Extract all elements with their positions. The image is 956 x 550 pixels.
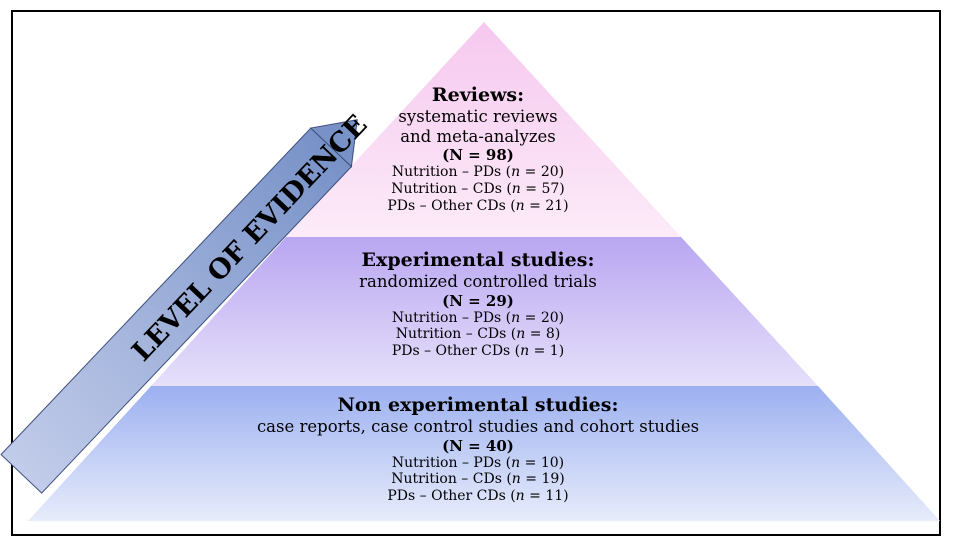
- tier-experimental: Experimental studies: randomized control…: [0, 249, 956, 360]
- tier-reviews: Reviews: systematic reviews and meta-ana…: [0, 84, 956, 215]
- breakdown-item: Nutrition – CDs (n = 19): [391, 471, 565, 488]
- breakdown-item: Nutrition – PDs (n = 10): [391, 454, 565, 471]
- tier-total: (N = 98): [442, 146, 514, 165]
- pyramid-tier-bottom: [28, 386, 940, 521]
- tier-subheading: systematic reviews: [398, 106, 558, 126]
- breakdown-item: Nutrition – CDs (n = 8): [395, 326, 561, 343]
- breakdown-item: PDs – Other CDs (n = 1): [391, 343, 565, 360]
- tier-non-experimental: Non experimental studies: case reports, …: [0, 394, 956, 505]
- tier-heading: Experimental studies:: [361, 249, 595, 271]
- breakdown-item: PDs – Other CDs (n = 21): [387, 197, 569, 214]
- breakdown-item: PDs – Other CDs (n = 11): [387, 488, 569, 505]
- tier-subheading: and meta-analyzes: [400, 126, 556, 146]
- tier-total: (N = 40): [442, 436, 514, 455]
- breakdown-item: Nutrition – CDs (n = 57): [391, 181, 565, 198]
- tier-subheading: randomized controlled trials: [359, 271, 597, 291]
- tier-total: (N = 29): [442, 291, 514, 310]
- breakdown-item: Nutrition – PDs (n = 20): [391, 164, 565, 181]
- tier-heading: Non experimental studies:: [337, 394, 619, 416]
- pyramid-tier-top: [286, 22, 681, 237]
- pyramid-tier-middle: [151, 237, 818, 386]
- level-of-evidence-arrow: [0, 119, 358, 494]
- tier-heading: Reviews:: [431, 84, 525, 106]
- tier-subheading: case reports, case control studies and c…: [256, 416, 700, 436]
- breakdown-item: Nutrition – PDs (n = 20): [391, 309, 565, 326]
